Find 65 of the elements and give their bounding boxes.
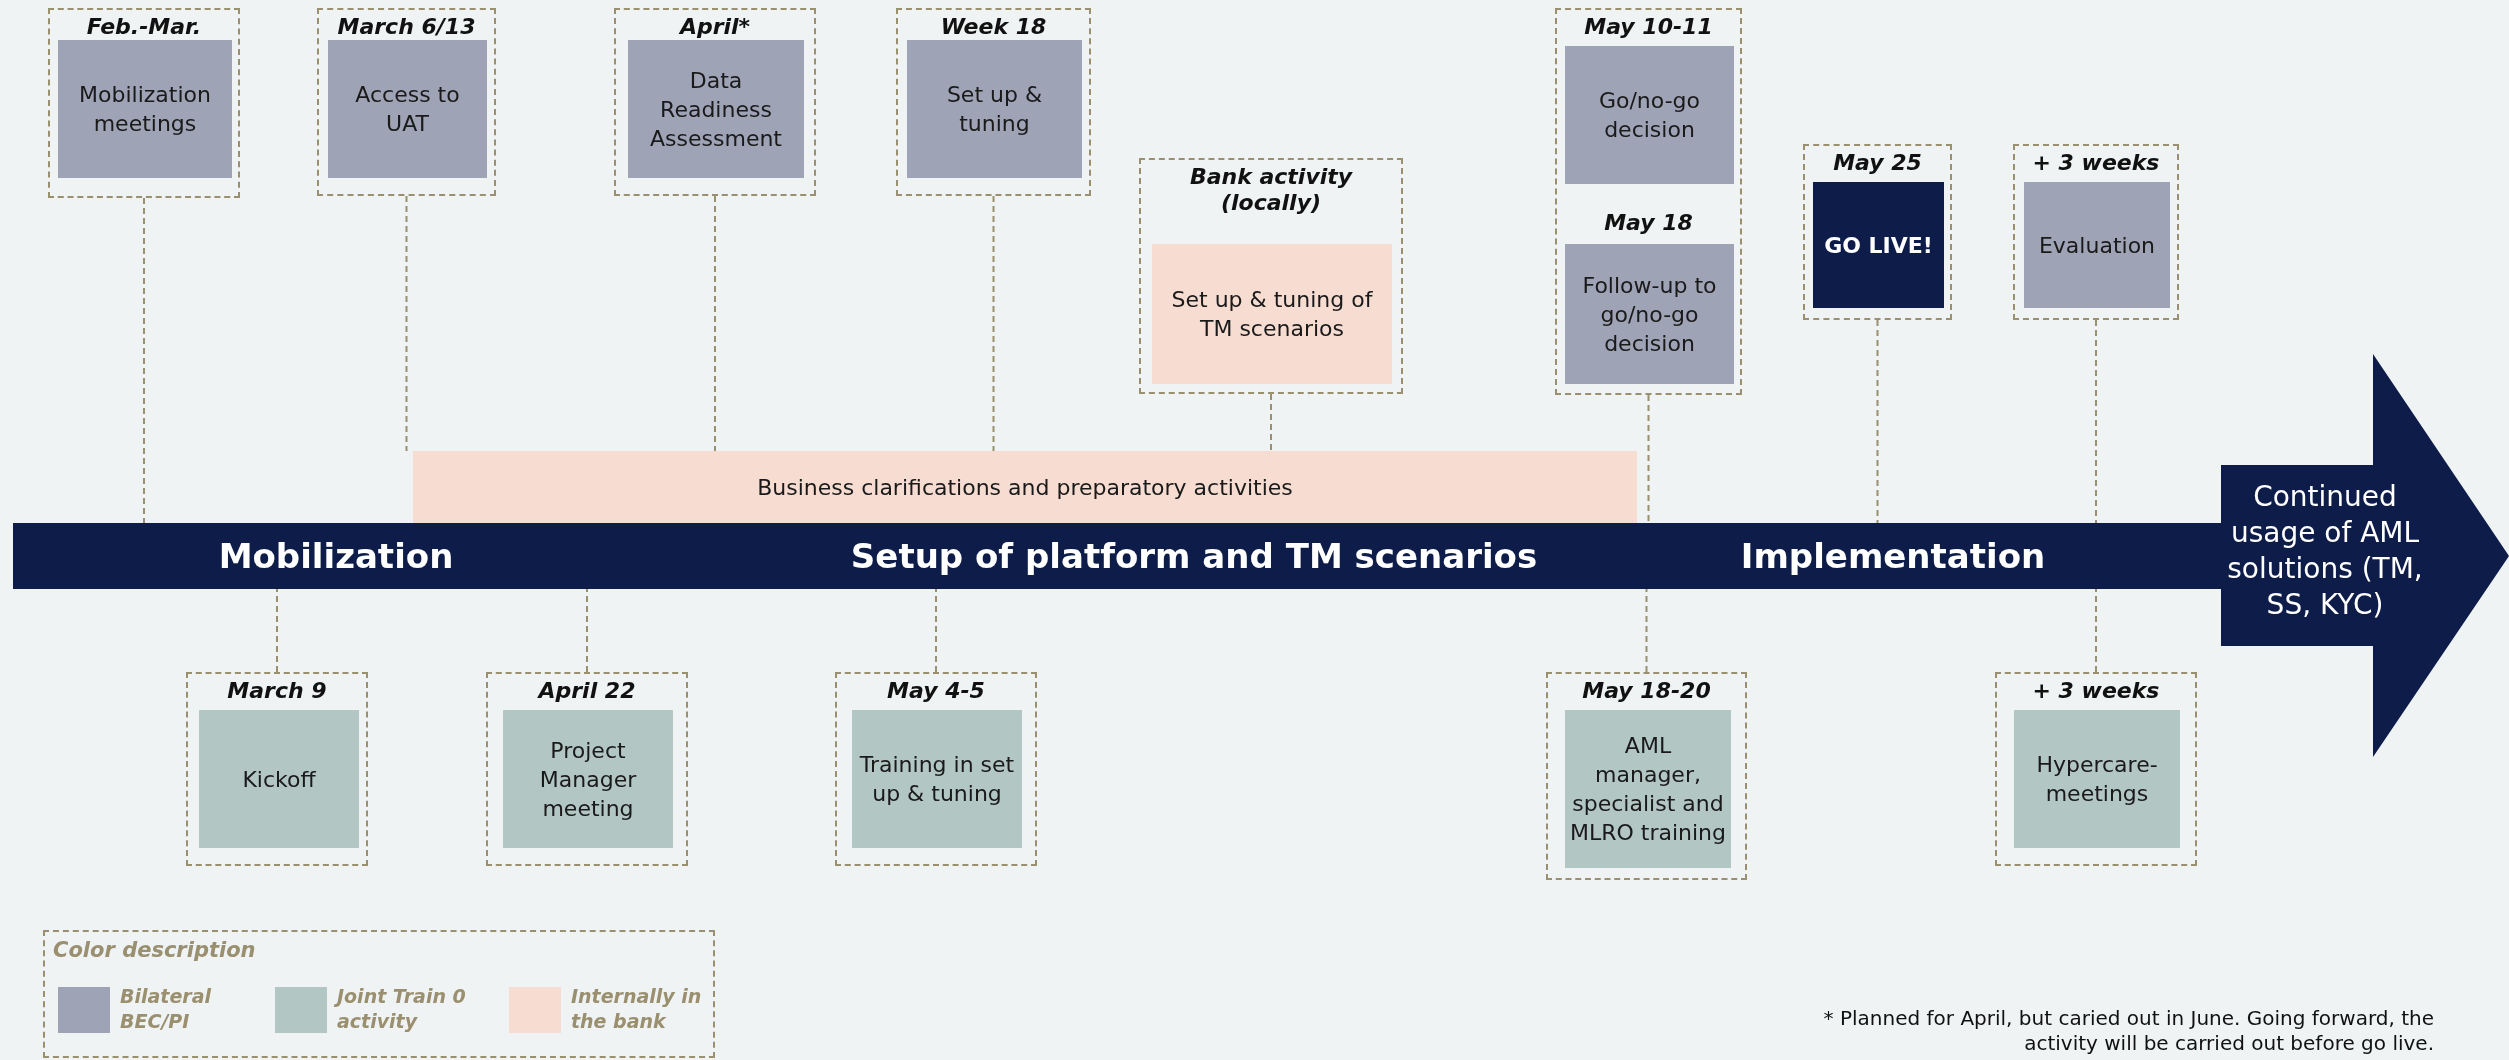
- date-heading: May 25: [1832, 150, 1923, 176]
- date-heading: + 3 weeks: [2031, 678, 2161, 704]
- leader-line: [586, 588, 588, 673]
- activity-box: Kickoff: [199, 710, 359, 848]
- dashed-frame: [1546, 672, 1747, 880]
- leader-line: [276, 588, 278, 673]
- dashed-frame: [317, 8, 496, 196]
- activity-box: Project Manager meeting: [503, 710, 673, 848]
- leader-line: [1645, 588, 1648, 673]
- date-heading: May 18-20: [1581, 678, 1712, 704]
- activity-box: Set up & tuning of TM scenarios: [1152, 244, 1392, 384]
- phase-label: Setup of platform and TM scenarios: [850, 537, 1538, 575]
- leader-line: [714, 195, 716, 452]
- date-heading: Feb.-Mar.: [85, 14, 203, 40]
- dashed-frame: [1555, 8, 1742, 395]
- dashed-frame: [1139, 158, 1403, 394]
- leader-line: [992, 195, 995, 452]
- activity-box: Training in set up & tuning: [852, 710, 1022, 848]
- activity-box: Mobilization meetings: [58, 40, 232, 178]
- dashed-frame: [614, 8, 816, 196]
- date-heading: May 10-11: [1583, 14, 1714, 40]
- activity-box: Follow-up to go/no-go decision: [1565, 244, 1734, 384]
- date-heading: March 9: [226, 678, 328, 704]
- leader-line: [2095, 319, 2097, 524]
- dashed-frame: [2013, 144, 2179, 320]
- date-heading: April 22: [536, 678, 637, 704]
- phase-label: Implementation: [1740, 537, 2046, 575]
- dashed-frame: [48, 8, 240, 198]
- date-heading: April*: [678, 14, 752, 40]
- leader-line: [935, 588, 937, 673]
- activity-box: AML manager, specialist and MLRO training: [1565, 710, 1731, 868]
- leader-line: [405, 195, 408, 452]
- phase-label: Mobilization: [218, 537, 454, 575]
- leader-line: [1270, 393, 1272, 452]
- legend-text: Bilateral BEC/PI: [120, 984, 213, 1034]
- activity-box: Data Readiness Assessment: [628, 40, 804, 178]
- date-heading: Bank activity (locally): [1188, 164, 1354, 216]
- activity-box: Hypercare-meetings: [2014, 710, 2180, 848]
- leader-line: [143, 197, 145, 524]
- date-heading: Week 18: [939, 14, 1048, 40]
- activity-box: Access to UAT: [328, 40, 487, 178]
- dashed-frame: [1803, 144, 1952, 320]
- dashed-frame: [835, 672, 1037, 866]
- legend-title: Color description: [53, 938, 256, 962]
- dashed-frame: [186, 672, 368, 866]
- date-heading: + 3 weeks: [2031, 150, 2161, 176]
- chevron-arrow: [2221, 354, 2509, 757]
- dashed-frame: [1995, 672, 2197, 866]
- activity-box: Go/no-go decision: [1565, 46, 1734, 184]
- legend-text: Internally in the bank: [571, 984, 703, 1034]
- leader-line: [1876, 319, 1879, 524]
- activity-band: Business clarifications and preparatory activities: [413, 451, 1637, 523]
- date-heading: May 18: [1603, 210, 1694, 236]
- dashed-frame: [486, 672, 688, 866]
- activity-box: Set up & tuning: [907, 40, 1082, 178]
- footnote: * Planned for April, but caried out in June. Going forward, the activity will be carried out before go live.: [1822, 1006, 2434, 1056]
- activity-box: Evaluation: [2024, 182, 2170, 308]
- leader-line: [2095, 588, 2097, 673]
- date-heading: March 6/13: [336, 14, 477, 40]
- activity-box: GO LIVE!: [1813, 182, 1944, 308]
- timeline-bar: [13, 523, 2221, 589]
- leader-line: [1647, 394, 1650, 524]
- dashed-frame: [896, 8, 1091, 196]
- arrow-text: Continued usage of AML solutions (TM, SS, KYC): [2226, 479, 2424, 623]
- date-heading: May 4-5: [886, 678, 986, 704]
